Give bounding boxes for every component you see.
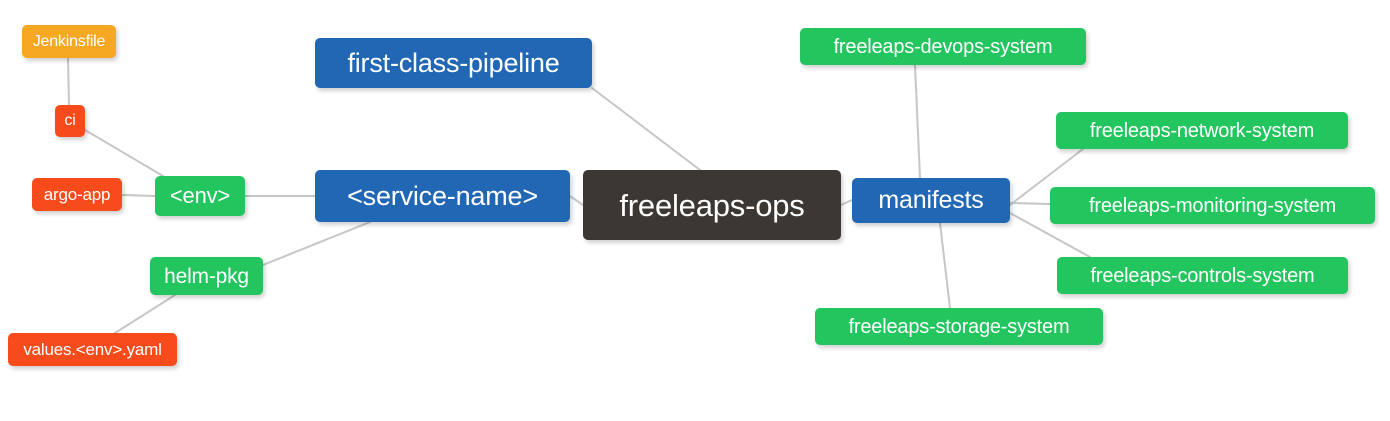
node-values-env-yaml[interactable]: values.<env>.yaml <box>8 333 177 366</box>
node-helm-pkg[interactable]: helm-pkg <box>150 257 263 295</box>
node-ci[interactable]: ci <box>55 105 85 137</box>
edge-service-name-to-helm-pkg <box>262 221 371 266</box>
node-freeleaps-monitoring-system[interactable]: freeleaps-monitoring-system <box>1050 187 1375 224</box>
node-env[interactable]: <env> <box>155 176 245 216</box>
node-jenkinsfile[interactable]: Jenkinsfile <box>22 25 116 58</box>
edge-manifests-to-freeleaps-storage-system <box>939 222 951 309</box>
node-first-class-pipeline[interactable]: first-class-pipeline <box>315 38 592 88</box>
edge-ci-to-jenkinsfile <box>67 57 70 106</box>
node-freeleaps-ops[interactable]: freeleaps-ops <box>583 170 841 240</box>
node-argo-app[interactable]: argo-app <box>32 178 122 211</box>
edge-manifests-to-freeleaps-monitoring-system <box>1009 202 1051 205</box>
edge-freeleaps-ops-to-service-name <box>569 195 584 206</box>
node-service-name[interactable]: <service-name> <box>315 170 570 222</box>
node-freeleaps-devops-system[interactable]: freeleaps-devops-system <box>800 28 1086 65</box>
node-freeleaps-controls-system[interactable]: freeleaps-controls-system <box>1057 257 1348 294</box>
node-freeleaps-network-system[interactable]: freeleaps-network-system <box>1056 112 1348 149</box>
edge-helm-pkg-to-values-env-yaml <box>114 294 176 334</box>
edge-freeleaps-ops-to-first-class-pipeline <box>591 87 701 171</box>
edge-freeleaps-ops-to-manifests <box>840 199 853 206</box>
edge-env-to-ci <box>84 129 164 177</box>
node-freeleaps-storage-system[interactable]: freeleaps-storage-system <box>815 308 1103 345</box>
edge-env-to-argo-app <box>121 194 156 197</box>
edge-manifests-to-freeleaps-devops-system <box>914 64 921 179</box>
node-manifests[interactable]: manifests <box>852 178 1010 223</box>
